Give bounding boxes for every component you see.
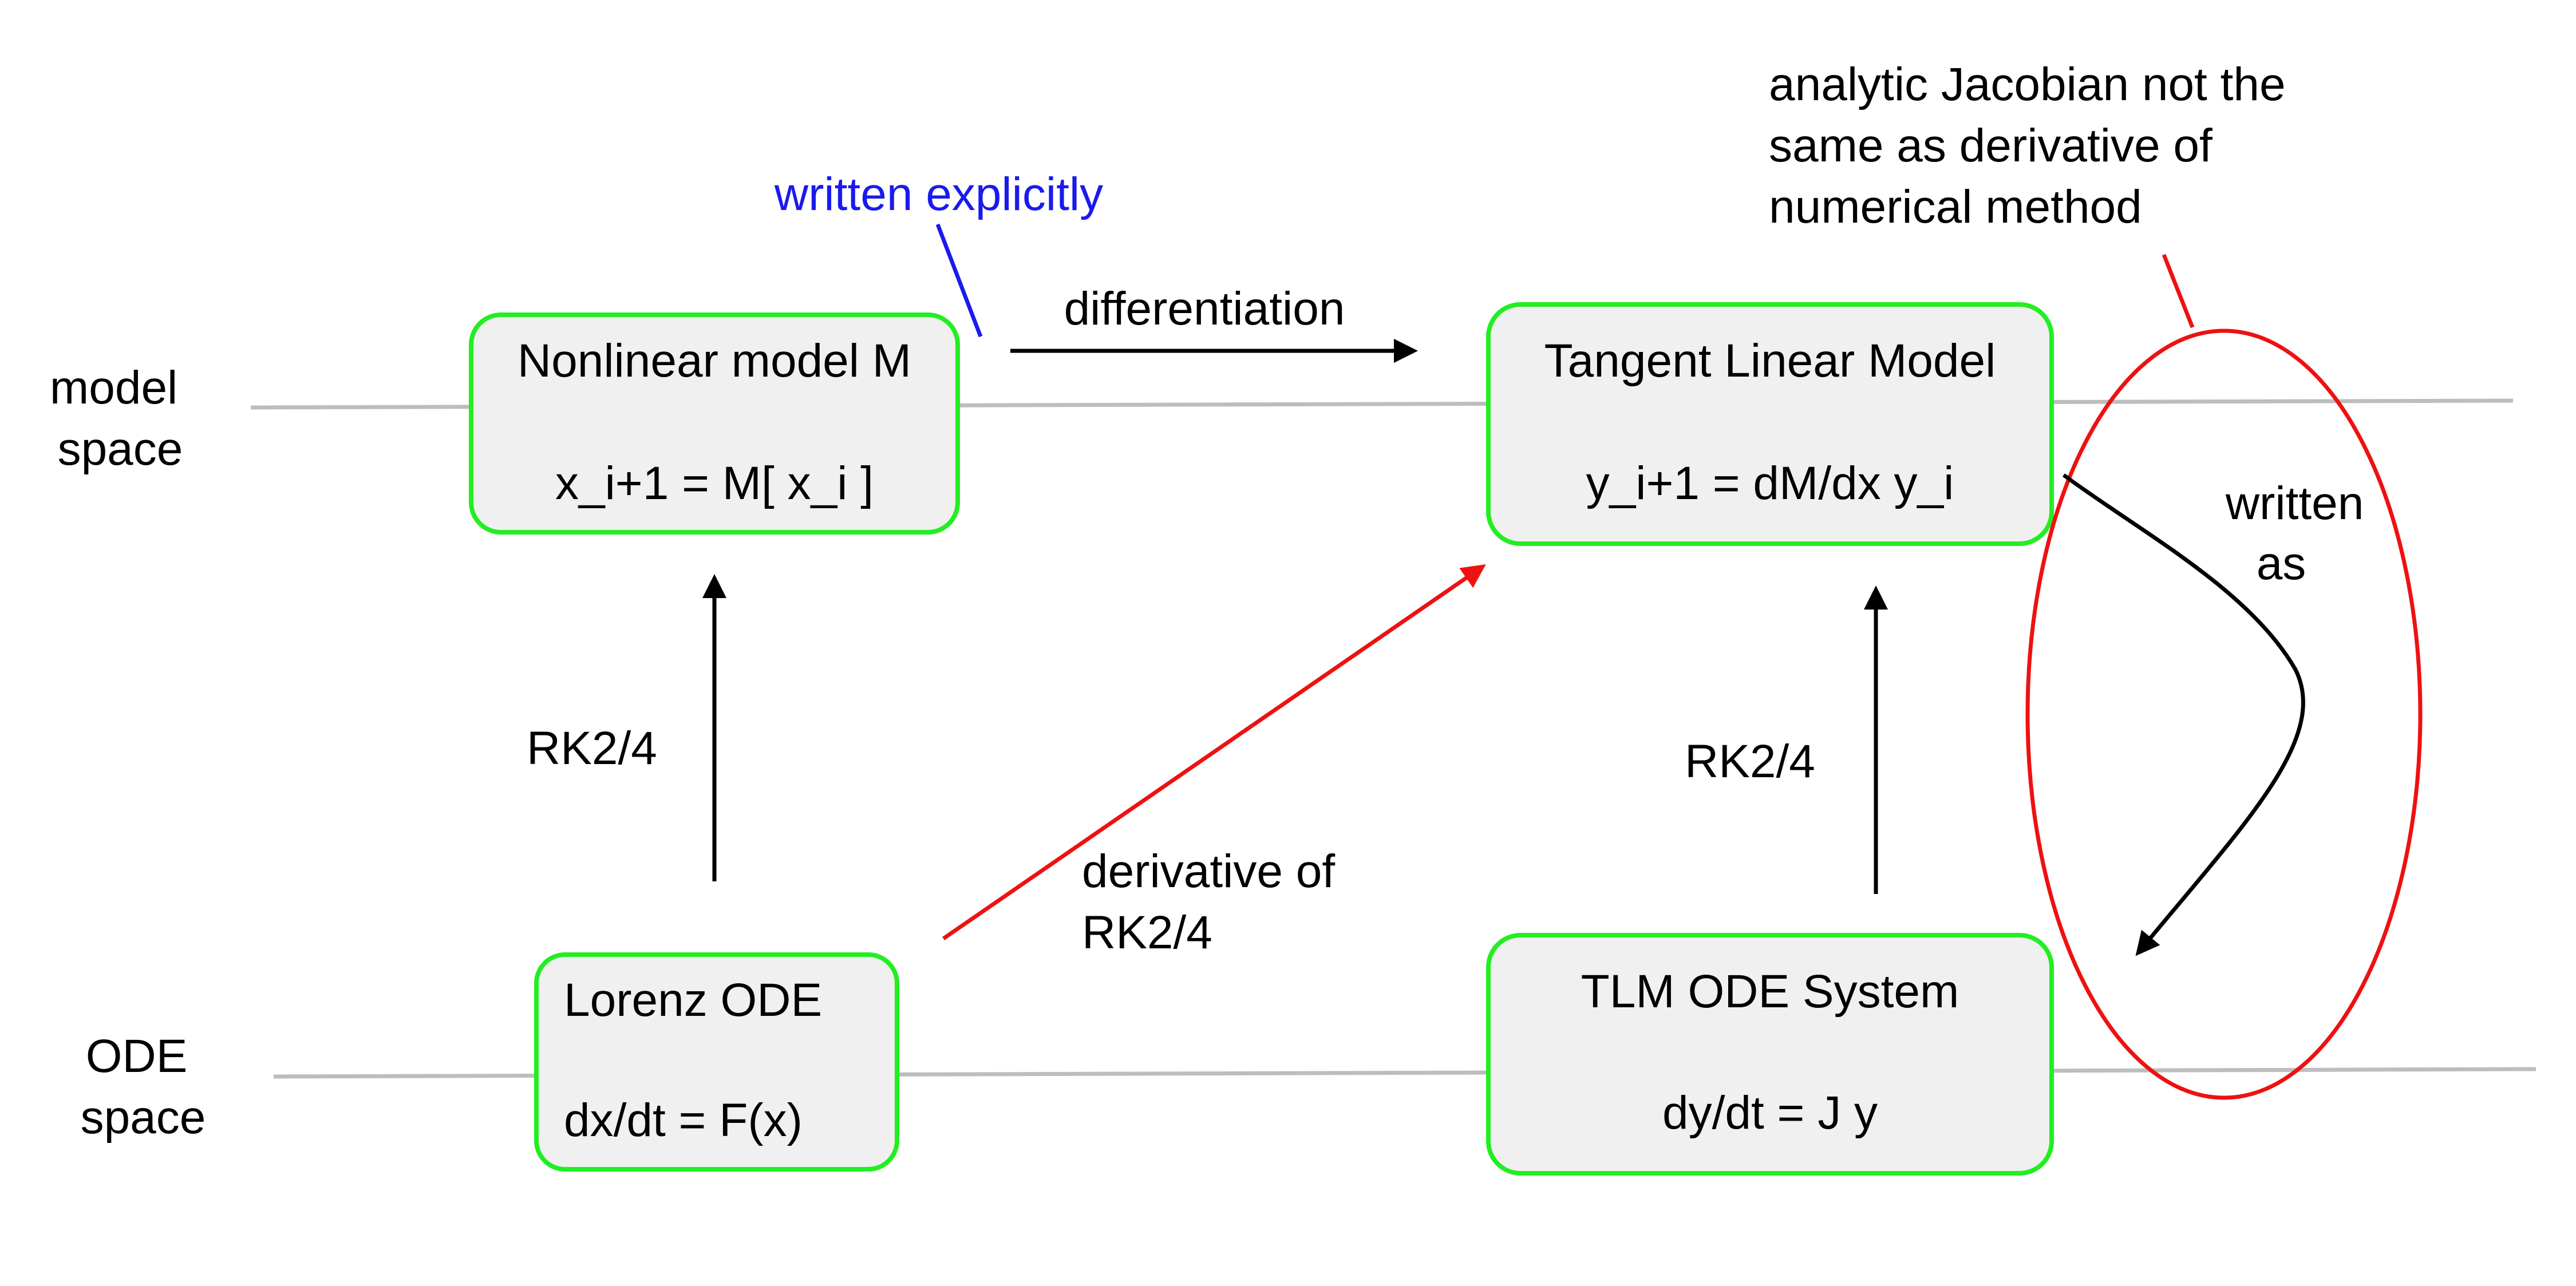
written-explicitly-annotation: written explicitly — [774, 168, 1103, 220]
nonlinear-model-box: Nonlinear model M x_i+1 = M[ x_i ] — [469, 312, 960, 535]
lorenz-ode-box: Lorenz ODE dx/dt = F(x) — [534, 952, 899, 1172]
written-as-label-line1: written — [2225, 477, 2364, 529]
jacobian-annotation-line1: analytic Jacobian not the — [1769, 58, 2286, 110]
model-space-label-line2: space — [58, 423, 183, 475]
nonlinear-model-title: Nonlinear model M — [517, 335, 911, 387]
written-as-label: written as — [2225, 477, 2377, 589]
written-as-arrow — [2062, 473, 2305, 956]
derivative-label-line2: RK2/4 — [1082, 907, 1212, 959]
lorenz-ode-title: Lorenz ODE — [564, 974, 822, 1026]
rk-left-label: RK2/4 — [527, 722, 657, 774]
derivative-arrow — [942, 564, 1486, 940]
jacobian-annotation-line2: same as derivative of — [1769, 120, 2212, 172]
highlight-ellipse — [2025, 329, 2423, 1100]
derivative-label: derivative of RK2/4 — [1082, 845, 1348, 959]
jacobian-pointer — [2162, 254, 2195, 329]
jacobian-annotation-line3: numerical method — [1769, 181, 2142, 233]
tlm-ode-system-box: TLM ODE System dy/dt = J y — [1486, 933, 2054, 1176]
written-explicitly-pointer — [935, 223, 983, 338]
tangent-linear-model-title: Tangent Linear Model — [1544, 335, 1996, 387]
jacobian-annotation: analytic Jacobian not the same as deriva… — [1769, 58, 2298, 233]
tlm-ode-system-title: TLM ODE System — [1581, 966, 1959, 1018]
ode-space-label-line2: space — [81, 1091, 206, 1143]
model-space-label: model space — [50, 362, 191, 475]
model-space-label-line1: model — [50, 362, 177, 414]
written-as-label-line2: as — [2257, 537, 2306, 589]
tlm-ode-system-equation: dy/dt = J y — [1662, 1087, 1878, 1139]
ode-space-label: ODE space — [81, 1030, 206, 1143]
ode-space-label-line1: ODE — [86, 1030, 188, 1082]
rk-right-label: RK2/4 — [1685, 735, 1815, 788]
derivative-label-line1: derivative of — [1082, 845, 1335, 897]
tangent-linear-model-box: Tangent Linear Model y_i+1 = dM/dx y_i — [1486, 302, 2054, 546]
differentiation-label: differentiation — [1064, 283, 1345, 335]
tangent-linear-model-equation: y_i+1 = dM/dx y_i — [1586, 457, 1954, 509]
nonlinear-model-equation: x_i+1 = M[ x_i ] — [555, 457, 874, 509]
lorenz-ode-equation: dx/dt = F(x) — [564, 1094, 803, 1146]
